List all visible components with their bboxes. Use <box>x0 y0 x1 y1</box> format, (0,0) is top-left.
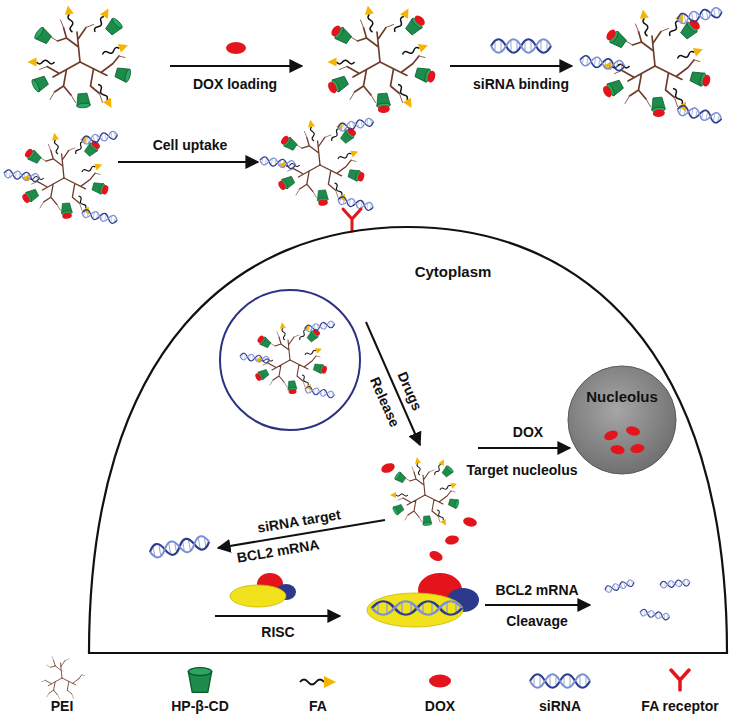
legend-label: PEI <box>51 698 74 714</box>
step-label: DOX loading <box>193 76 277 92</box>
nanoparticle <box>3 5 722 225</box>
dox-molecule <box>625 425 641 437</box>
label-holder: BCL2 mRNA <box>495 582 578 598</box>
step-label: siRNA target <box>256 506 342 536</box>
legend-icon <box>41 657 689 699</box>
cell-membrane <box>89 227 727 653</box>
nucleolus-circle: Nucleolus <box>567 365 677 475</box>
node-title: Nucleolus <box>586 388 658 405</box>
label-holder: siRNA target <box>256 506 342 536</box>
dox-molecule <box>630 443 646 454</box>
nucleolus-circle <box>567 365 677 475</box>
endosome <box>220 290 360 430</box>
legend-label: siRNA <box>539 698 581 714</box>
label-holder: Target nucleolus <box>467 462 578 478</box>
dox-molecule <box>603 429 619 442</box>
label-holder: BCL2 mRNA <box>236 536 321 566</box>
legend-label: HP-β-CD <box>171 698 229 714</box>
label-holder: DOX <box>513 424 543 440</box>
legend-label: FA <box>309 698 327 714</box>
step-label: RISC <box>261 624 294 640</box>
nanoparticle <box>240 320 336 398</box>
step-label: Cleavage <box>506 613 567 629</box>
step-label: Target nucleolus <box>467 462 578 478</box>
dox-molecule <box>610 444 626 455</box>
step-label: Drugs <box>394 369 425 413</box>
legend-label: DOX <box>425 698 455 714</box>
cell-outline: Nucleolus Cytoplasm <box>88 226 728 654</box>
step-label: siRNA binding <box>473 76 569 92</box>
label-holder: siRNA binding <box>473 76 569 92</box>
cleaved-mrna <box>604 579 690 621</box>
label-holder: RISC <box>261 624 294 640</box>
legend-holder: PEI <box>51 698 74 714</box>
node-text-holder: Nucleolus <box>586 388 658 405</box>
step-arrow <box>118 66 590 616</box>
label-holder: DOX loading <box>193 76 277 92</box>
label-holder: Cell uptake <box>153 137 228 153</box>
legend-holder: FA receptor <box>641 698 718 714</box>
dox-molecule <box>226 42 478 563</box>
step-label: BCL2 mRNA <box>495 582 578 598</box>
step-label: BCL2 mRNA <box>236 536 321 566</box>
label-holder: Drugs <box>394 369 425 413</box>
legend-label: FA receptor <box>641 698 718 714</box>
legend-holder: DOX <box>425 698 455 714</box>
released-nanoparticle <box>390 457 460 527</box>
risc-complex <box>230 573 296 607</box>
label-holder: Cleavage <box>506 613 567 629</box>
risc-mrna-complex <box>367 573 479 627</box>
node-title: Cytoplasm <box>415 263 492 280</box>
legend-holder: FA <box>309 698 327 714</box>
legend-holder: siRNA <box>539 698 581 714</box>
legend-holder: HP-β-CD <box>171 698 229 714</box>
nucleolus-fill <box>568 366 676 474</box>
node-text-holder: Cytoplasm <box>415 263 492 280</box>
step-label: DOX <box>513 424 543 440</box>
step-label: Cell uptake <box>153 137 228 153</box>
fa-receptor <box>343 209 361 231</box>
